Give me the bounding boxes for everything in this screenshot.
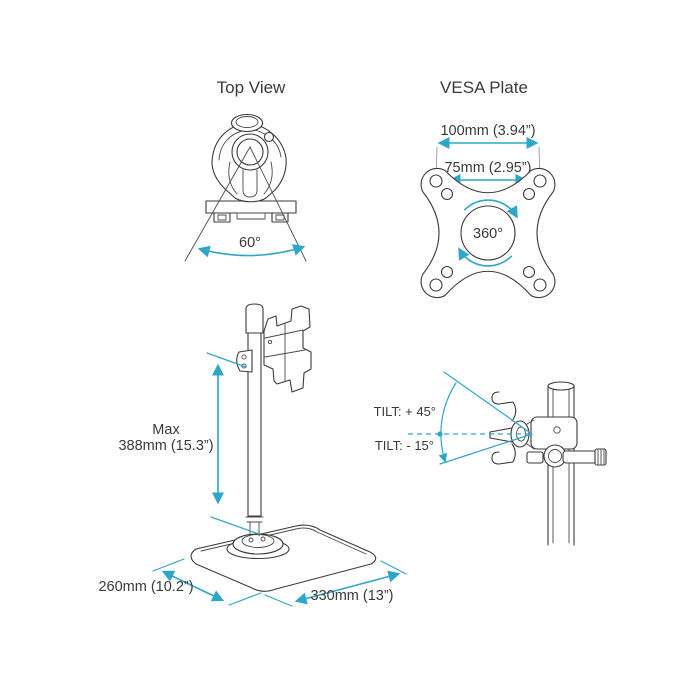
swivel-cone-lines bbox=[184, 146, 307, 262]
tilt-drawing: TILT: + 45° TILT: - 15° bbox=[374, 371, 607, 546]
top-view-drawing: 60° bbox=[184, 113, 307, 262]
swivel-arc-arrow bbox=[197, 244, 306, 258]
vesa-center-ring bbox=[460, 205, 516, 261]
tilt-section: TILT: + 45° TILT: - 15° bbox=[374, 371, 607, 546]
rotation-label: 360° bbox=[473, 226, 503, 242]
stand-section: Max 388mm (15.3”) 260mm (10.2”) 330mm (1… bbox=[98, 303, 407, 607]
rotation-arrows bbox=[458, 199, 518, 267]
height-dimension: Max 388mm (15.3”) bbox=[118, 352, 260, 535]
vesa-inner-dim-label: 75mm (2.95”) bbox=[444, 160, 531, 176]
stand-base-dome bbox=[226, 533, 290, 560]
depth-dim-label: 260mm (10.2”) bbox=[98, 579, 193, 595]
tilt-down-label: TILT: - 15° bbox=[375, 438, 434, 453]
top-view-section: Top View bbox=[184, 78, 307, 262]
tilt-bracket bbox=[489, 391, 535, 465]
vesa-outer-dim-label: 100mm (3.94”) bbox=[440, 123, 535, 139]
top-view-bracket bbox=[205, 200, 297, 223]
tilt-annotation: TILT: + 45° TILT: - 15° bbox=[374, 371, 533, 465]
height-label-line1: Max bbox=[152, 422, 180, 438]
vesa-plate-outline bbox=[420, 167, 556, 299]
vesa-plate-drawing: 360° bbox=[420, 167, 556, 299]
vesa-plate-title: VESA Plate bbox=[440, 78, 528, 97]
vesa-outer-dimension: 100mm (3.94”) bbox=[435, 123, 541, 178]
swivel-angle-label: 60° bbox=[239, 235, 261, 251]
height-label-line2: 388mm (15.3”) bbox=[118, 438, 213, 454]
stand-drawing: Max 388mm (15.3”) 260mm (10.2”) 330mm (1… bbox=[98, 303, 407, 607]
stand-pole bbox=[245, 303, 264, 537]
vesa-plate-section: VESA Plate 100mm (3.94”) 75mm (2.95”) bbox=[420, 78, 556, 299]
stand-base-plate bbox=[190, 524, 377, 592]
width-dimension: 330mm (13”) bbox=[264, 560, 407, 607]
tilt-up-label: TILT: + 45° bbox=[374, 404, 436, 419]
top-view-mount-body bbox=[211, 113, 287, 203]
vesa-mount-holes bbox=[429, 174, 547, 292]
tilt-pivot-dot bbox=[437, 431, 443, 437]
top-view-title: Top View bbox=[217, 78, 286, 97]
stand-vesa-bracket bbox=[263, 305, 312, 393]
width-dim-label: 330mm (13”) bbox=[311, 588, 394, 604]
top-view-cap bbox=[230, 113, 264, 133]
stand-clamp bbox=[236, 349, 253, 373]
tilt-knob bbox=[526, 444, 607, 468]
depth-dimension: 260mm (10.2”) bbox=[98, 558, 262, 606]
